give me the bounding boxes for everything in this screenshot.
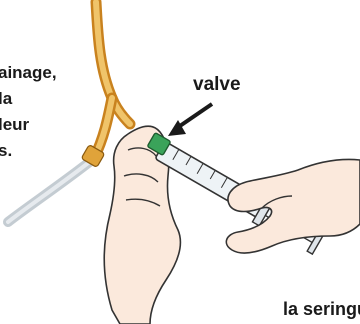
text-line-1: ainage, (0, 62, 57, 84)
text-line-3: leur (0, 114, 29, 136)
syringe-label: la seringue (283, 297, 360, 321)
valve-label: valve (193, 73, 241, 97)
right-hand (226, 159, 360, 252)
text-line-2: la (0, 88, 12, 110)
text-line-4: s. (0, 140, 12, 162)
